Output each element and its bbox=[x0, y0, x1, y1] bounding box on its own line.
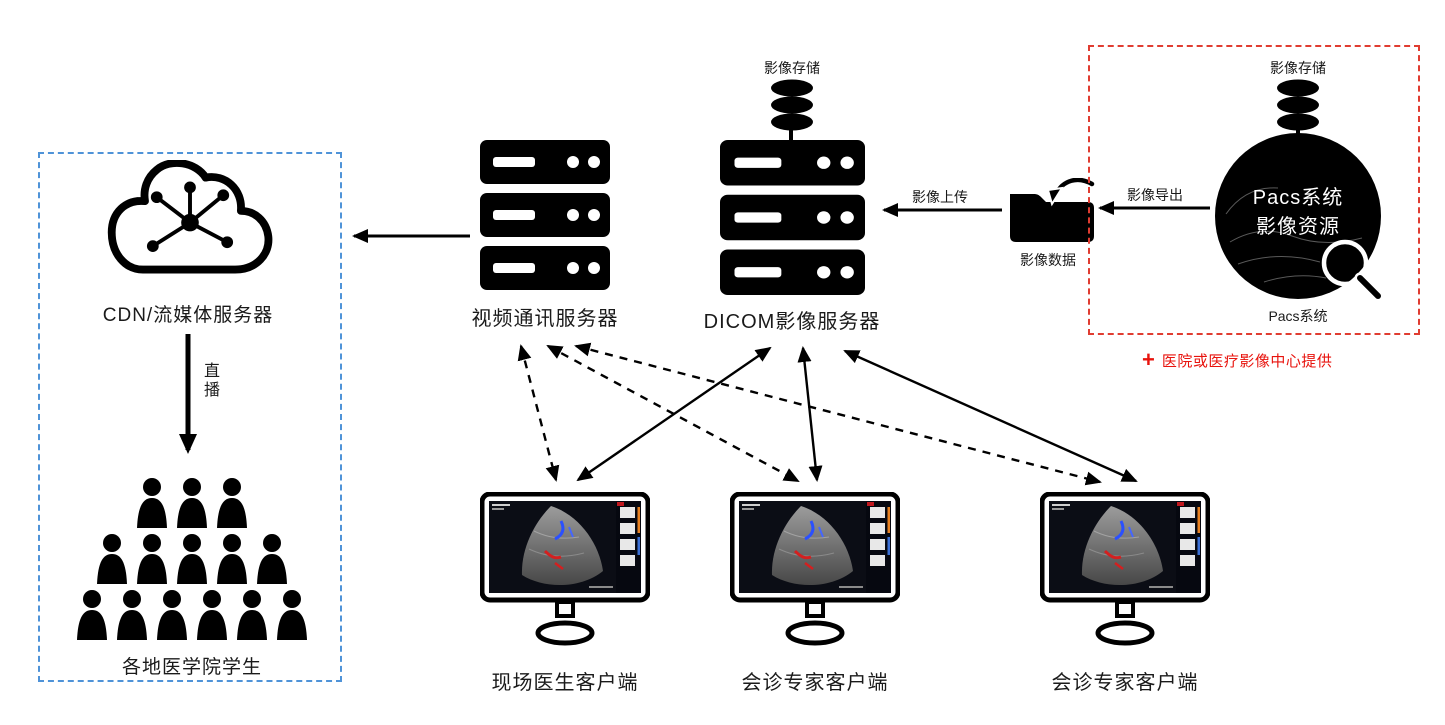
cdn-students-group-box bbox=[38, 152, 342, 682]
students-crowd-icon bbox=[77, 478, 307, 640]
pacs-circle-title: Pacs系统 影像资源 bbox=[1212, 184, 1384, 242]
pacs-system-label: Pacs系统 bbox=[1268, 308, 1328, 324]
pacs-circle bbox=[1215, 133, 1381, 299]
live-arrow-label: 直播 bbox=[201, 362, 218, 400]
pacs-circle-title-line2: 影像资源 bbox=[1256, 216, 1340, 238]
dicom-storage-database-icon bbox=[771, 79, 813, 131]
arrow-video-client2 bbox=[546, 344, 800, 483]
pacs-storage-label: 影像存储 bbox=[1270, 60, 1326, 76]
client3-monitor-icon bbox=[1040, 492, 1210, 648]
magnifier-handle bbox=[1357, 275, 1381, 299]
dicom-server-label: DICOM影像服务器 bbox=[703, 311, 881, 333]
students-label: 各地医学院学生 bbox=[121, 657, 262, 678]
pacs-storage-database-icon bbox=[1277, 79, 1319, 131]
arrow-video-client3 bbox=[574, 342, 1102, 486]
folder-shape bbox=[1010, 194, 1094, 242]
image-data-folder-icon bbox=[1010, 178, 1096, 242]
arrow-video-client1 bbox=[517, 344, 560, 482]
provider-caption: + 医院或医疗影像中心提供 bbox=[1142, 349, 1332, 371]
arrow-dicom-client3 bbox=[843, 349, 1138, 483]
dicom-server-icon bbox=[720, 140, 865, 295]
pacs-provider-group-box bbox=[1088, 45, 1420, 335]
pacs-system-circle-icon bbox=[1215, 133, 1384, 302]
upload-arrow-label: 影像上传 bbox=[912, 189, 968, 205]
image-data-label: 影像数据 bbox=[1020, 252, 1076, 268]
arrow-dicom-client1 bbox=[576, 346, 772, 482]
export-arrow-label: 影像导出 bbox=[1127, 187, 1183, 203]
dicom-storage-stem bbox=[789, 130, 793, 142]
client2-monitor-icon bbox=[730, 492, 900, 648]
video-server-icon bbox=[480, 140, 610, 290]
red-plus-icon: + bbox=[1142, 347, 1155, 372]
pacs-circle-title-line1: Pacs系统 bbox=[1252, 187, 1344, 209]
cdn-cloud-icon bbox=[107, 160, 273, 274]
client2-label: 会诊专家客户端 bbox=[741, 672, 889, 694]
client1-monitor-icon bbox=[480, 492, 650, 648]
cdn-server-label: CDN/流媒体服务器 bbox=[102, 305, 274, 326]
dicom-storage-label: 影像存储 bbox=[764, 60, 820, 76]
magnifier-lens-icon bbox=[1321, 239, 1369, 287]
arrow-dicom-client2 bbox=[797, 346, 823, 482]
network-nodes-icon bbox=[146, 181, 234, 252]
video-server-label: 视频通讯服务器 bbox=[471, 308, 619, 330]
client3-label: 会诊专家客户端 bbox=[1051, 672, 1199, 694]
client1-label: 现场医生客户端 bbox=[491, 672, 639, 694]
provider-caption-text: 医院或医疗影像中心提供 bbox=[1161, 352, 1333, 370]
